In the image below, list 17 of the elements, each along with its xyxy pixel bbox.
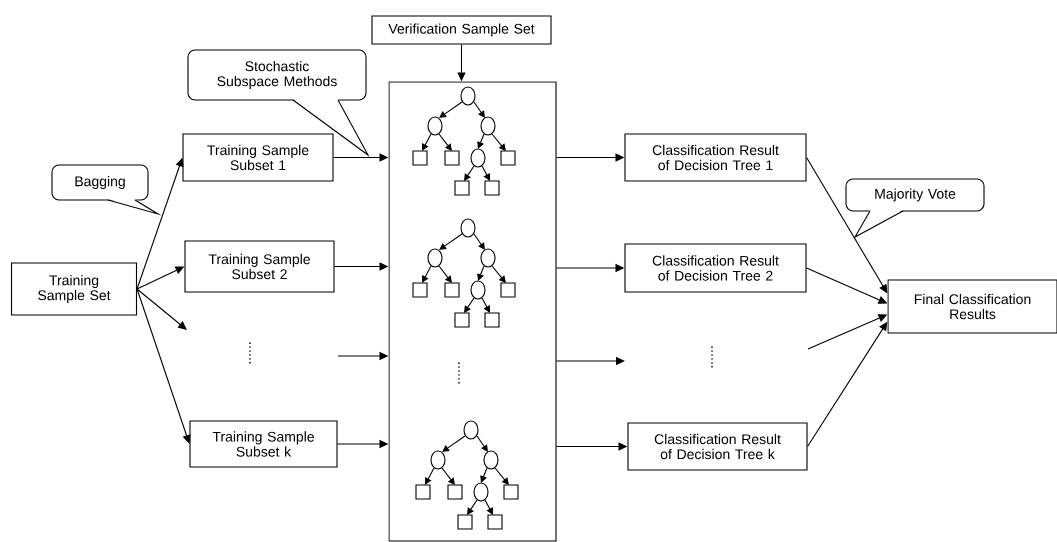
ellipsis: ...... xyxy=(249,342,251,364)
process-box: Training Sample Subset 1 xyxy=(182,133,334,182)
process-box: Classification Result of Decision Tree 1 xyxy=(624,133,807,182)
ellipsis: ...... xyxy=(711,346,713,368)
callout-bubble: Majority Vote xyxy=(845,178,985,239)
ellipsis: ...... xyxy=(458,362,460,384)
process-box: Classification Result of Decision Tree k xyxy=(627,422,808,471)
forest-box xyxy=(388,81,557,542)
callout-bubble: Bagging xyxy=(51,164,162,216)
process-box: Classification Result of Decision Tree 2 xyxy=(624,243,807,293)
process-box: Verification Sample Set xyxy=(371,15,552,45)
arrow xyxy=(136,288,187,330)
process-box: Final Classification Results xyxy=(887,279,1057,334)
process-box: Training Sample Subset k xyxy=(189,420,338,468)
process-box: Training Sample Set xyxy=(10,262,138,316)
process-box: Training Sample Subset 2 xyxy=(184,240,335,293)
arrow xyxy=(136,288,191,444)
